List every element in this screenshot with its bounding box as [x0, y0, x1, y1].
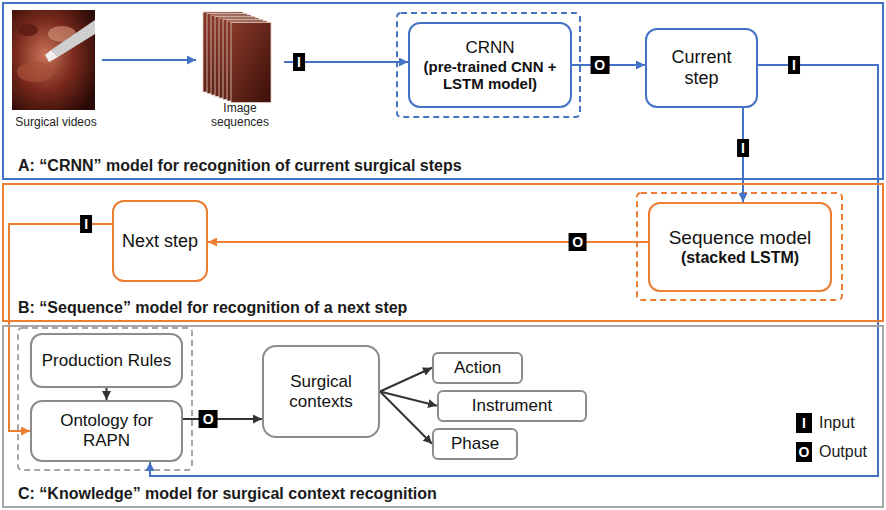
video-figure: Surgical videos — [10, 8, 102, 130]
legend: I InputO Output — [796, 413, 867, 471]
process-box: CRNN(pre-trained CNN + LSTM model) — [408, 22, 572, 108]
process-box: Next step — [112, 200, 208, 282]
context-item: Action — [432, 352, 523, 384]
io-badge: O — [568, 233, 587, 251]
legend-text: Output — [819, 443, 867, 461]
node-text: (pre-trained CNN + LSTM model) — [416, 58, 564, 93]
surgical-photo — [12, 10, 95, 110]
io-badge: I — [293, 53, 305, 71]
connector-arrow — [106, 388, 108, 400]
legend-swatch: O — [796, 442, 812, 462]
panel-title: A: “CRNN” model for recognition of curre… — [18, 157, 462, 175]
io-badge: I — [788, 56, 800, 74]
node-text: Next step — [120, 231, 200, 252]
sequence-figure: Image sequences — [196, 8, 284, 130]
connector-arrow — [380, 392, 437, 406]
context-item: Instrument — [437, 390, 587, 422]
legend-symbol: O — [799, 444, 810, 460]
context-box: Surgical contexts — [262, 345, 380, 438]
node-text: Surgical contexts — [270, 372, 372, 411]
io-badge: O — [199, 410, 218, 428]
connector-arrow — [150, 65, 878, 476]
figure-caption: Surgical videos — [15, 116, 96, 130]
process-box: Sequence model(stacked LSTM) — [648, 202, 832, 292]
connector-arrow — [380, 368, 432, 392]
node-text: Phase — [440, 434, 510, 454]
io-badge: O — [590, 56, 609, 74]
node-text: (stacked LSTM) — [656, 249, 824, 267]
process-box: Current step — [645, 28, 758, 108]
context-item: Phase — [432, 428, 518, 460]
node-text: Action — [440, 358, 515, 378]
connector-arrow — [183, 418, 262, 420]
connector-arrow — [380, 392, 432, 444]
image-stack — [203, 12, 271, 103]
node-text: Sequence model — [656, 227, 824, 249]
node-text: Instrument — [445, 396, 579, 416]
legend-symbol: I — [802, 415, 806, 431]
model-panel: C: “Knowledge” model for surgical contex… — [2, 325, 884, 508]
panel-title: C: “Knowledge” model for surgical contex… — [18, 485, 437, 503]
figure-caption: Image sequences — [196, 102, 284, 130]
legend-row: I Input — [796, 413, 867, 433]
dashed-group — [18, 328, 192, 470]
legend-swatch: I — [796, 413, 812, 433]
dashed-group — [637, 193, 842, 300]
node-text: Current step — [653, 47, 750, 88]
legend-row: O Output — [796, 442, 867, 462]
connector-arrow — [102, 59, 196, 61]
knowledge-box: Production Rules — [30, 333, 183, 388]
panel-title: B: “Sequence” model for recognition of a… — [18, 299, 407, 317]
model-panel: B: “Sequence” model for recognition of a… — [2, 183, 884, 322]
node-text: Production Rules — [38, 351, 175, 371]
io-badge: I — [80, 215, 92, 233]
legend-text: Input — [819, 414, 855, 432]
model-panel: A: “CRNN” model for recognition of curre… — [2, 2, 884, 180]
dashed-group — [397, 13, 580, 117]
node-text: CRNN — [416, 38, 564, 58]
knowledge-box: Ontology for RAPN — [30, 400, 183, 462]
io-badge: I — [737, 139, 749, 157]
node-text: Ontology for RAPN — [38, 411, 175, 450]
